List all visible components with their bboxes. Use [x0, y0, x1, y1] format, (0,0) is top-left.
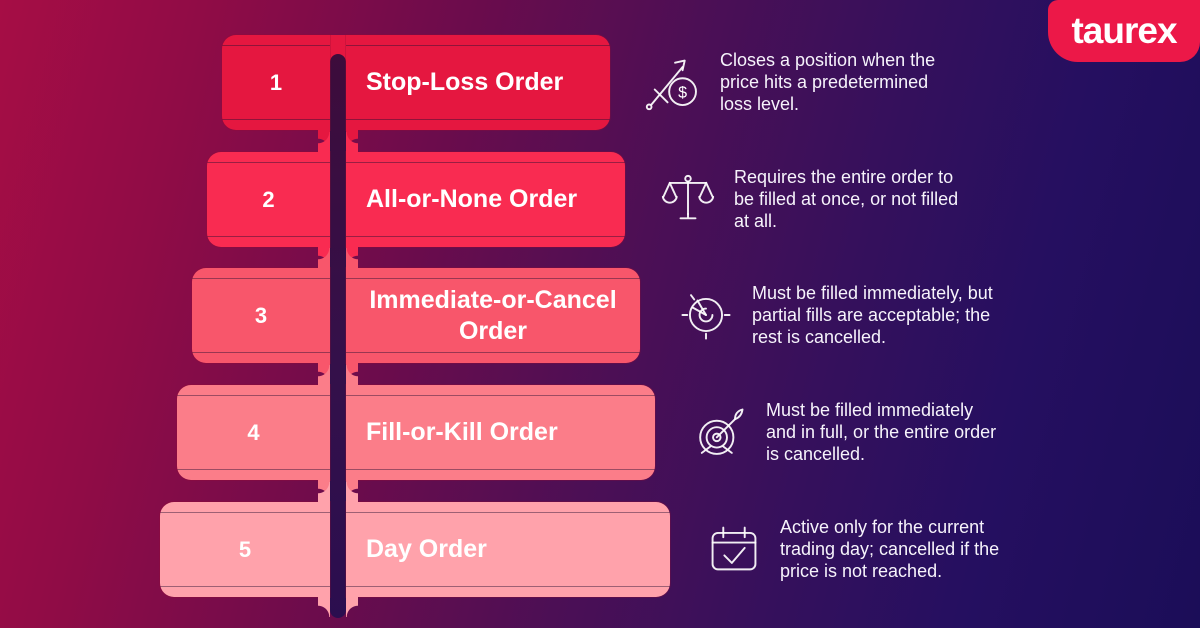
order-title: Day Order: [366, 535, 487, 564]
scales-icon: [658, 167, 718, 231]
order-title: Immediate-or-Cancel Order: [369, 286, 617, 345]
order-number-box: 4: [177, 365, 330, 500]
order-number: 2: [262, 186, 275, 212]
order-title-box: All-or-None Order: [346, 132, 625, 267]
order-title-box: Fill-or-Kill Order: [346, 365, 655, 500]
order-description-group: $ Closes a position when the price hits …: [644, 49, 935, 115]
timer-icon: [676, 283, 736, 347]
description-line: Must be filled immediately, but: [752, 283, 993, 303]
order-number-box: 5: [160, 482, 330, 617]
order-description: Must be filled immediately, but partial …: [752, 282, 993, 348]
order-description: Closes a position when the price hits a …: [720, 49, 935, 115]
description-line: and in full, or the entire order: [766, 422, 997, 442]
order-title-box: Immediate-or-Cancel Order: [346, 248, 640, 383]
order-number-box: 1: [222, 35, 330, 150]
order-number: 3: [254, 302, 268, 328]
order-number: 4: [247, 419, 260, 445]
order-title: Fill-or-Kill Order: [366, 418, 558, 447]
order-description-group: Requires the entire order to be filled a…: [658, 166, 958, 232]
order-description: Requires the entire order to be filled a…: [734, 166, 958, 232]
description-line: Active only for the current: [780, 517, 985, 537]
calendar-check-icon: [704, 517, 764, 581]
order-number: 5: [238, 536, 252, 562]
taurex-logo-text: taurex: [1071, 10, 1177, 51]
description-line: partial fills are acceptable; the: [752, 305, 991, 325]
description-line: rest is cancelled.: [752, 327, 887, 347]
order-description-group: Active only for the current trading day;…: [704, 516, 999, 582]
order-row: 5 Day Order Active only for the current …: [0, 482, 1200, 617]
description-line: Closes a position when the: [720, 50, 936, 70]
spine-channel: [330, 54, 346, 618]
order-description-group: Must be filled immediately, but partial …: [676, 282, 993, 348]
description-line: be filled at once, or not filled: [734, 189, 959, 209]
target-arrow-icon: [690, 400, 750, 464]
order-row: 1 Stop-Loss Order $ Closes a position wh…: [0, 35, 1200, 150]
order-row: 4 Fill-or-Kill Order Must be filled imme…: [0, 365, 1200, 500]
order-title-box: Day Order: [346, 482, 670, 617]
order-number-box: 2: [207, 132, 330, 267]
order-number: 1: [269, 69, 283, 95]
taurex-logo: taurex: [1048, 0, 1200, 62]
description-line: is cancelled.: [766, 444, 866, 464]
description-line: at all.: [734, 211, 778, 231]
order-description-group: Must be filled immediately and in full, …: [690, 399, 996, 465]
order-number-box: 3: [192, 248, 330, 383]
description-line: Requires the entire order to: [734, 167, 954, 187]
description-line: price is not reached.: [780, 561, 943, 581]
order-description: Must be filled immediately and in full, …: [766, 399, 996, 465]
description-line: trading day; cancelled if the: [780, 539, 1000, 559]
order-title-box: Stop-Loss Order: [346, 35, 610, 150]
sword-dollar-icon: $: [644, 50, 704, 114]
order-title: All-or-None Order: [366, 185, 578, 214]
order-row: 2 All-or-None Order Requires the entire: [0, 132, 1200, 267]
order-row: 3 Immediate-or-Cancel Order Must be fil: [0, 248, 1200, 383]
description-line: price hits a predetermined: [720, 72, 929, 92]
description-line: Must be filled immediately: [766, 400, 974, 420]
description-line: loss level.: [720, 94, 800, 114]
svg-text:$: $: [678, 84, 687, 102]
order-description: Active only for the current trading day;…: [780, 516, 999, 582]
order-title: Stop-Loss Order: [366, 68, 564, 97]
